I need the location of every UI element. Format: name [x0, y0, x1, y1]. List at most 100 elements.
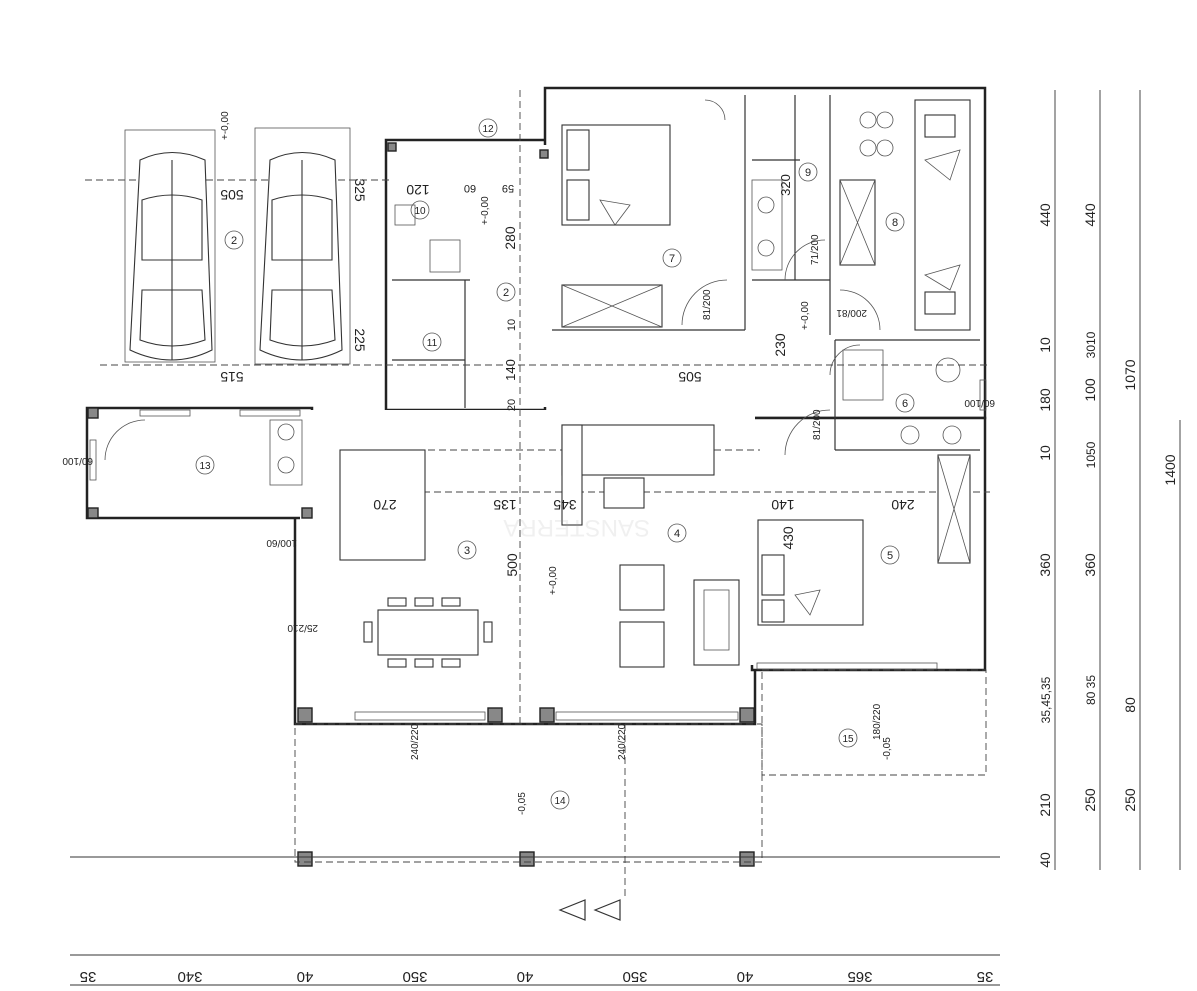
room-9-label: 9 — [798, 162, 818, 182]
dim-225: 225 — [352, 328, 368, 352]
dim-140: 140 — [771, 497, 795, 513]
svg-text:80 35: 80 35 — [1084, 675, 1098, 705]
svg-text:440: 440 — [1082, 203, 1098, 227]
svg-text:9: 9 — [805, 167, 811, 179]
room-14-label: 14 — [550, 790, 570, 810]
dim-10: 10 — [506, 319, 518, 331]
svg-text:40: 40 — [737, 968, 754, 985]
svg-text:210: 210 — [1037, 793, 1053, 817]
dim-120: 120 — [406, 182, 430, 198]
room-4-label: 4 — [667, 523, 687, 543]
dim-230: 230 — [772, 333, 788, 357]
opening-81-200-b: 81/200 — [702, 289, 713, 320]
room-6-label: 6 — [895, 393, 915, 413]
car-left — [129, 152, 213, 361]
opening-labels: 240/220 240/220 180/220 60/100 60/100 25… — [62, 234, 995, 760]
room-5-label: 5 — [880, 545, 900, 565]
section-marker — [558, 899, 621, 921]
svg-text:15: 15 — [842, 734, 854, 745]
svg-text:12: 12 — [482, 124, 494, 135]
svg-text:250: 250 — [1082, 788, 1098, 812]
windows — [89, 379, 987, 721]
room-13-label: 13 — [195, 455, 215, 475]
dim-140-hall: 140 — [503, 359, 518, 381]
level-terrace-15: -0,05 — [882, 737, 893, 760]
svg-text:10: 10 — [1037, 337, 1053, 353]
svg-text:10: 10 — [414, 206, 426, 217]
room-15-label: 15 — [838, 728, 858, 748]
dim-515: 515 — [220, 369, 244, 385]
svg-text:14: 14 — [554, 796, 566, 807]
dim-59: 59 — [502, 182, 514, 194]
svg-text:1400: 1400 — [1162, 454, 1178, 485]
svg-text:250: 250 — [1122, 788, 1138, 812]
svg-text:350: 350 — [402, 968, 427, 985]
svg-text:13: 13 — [199, 461, 211, 472]
svg-text:10: 10 — [1037, 445, 1053, 461]
svg-text:80: 80 — [1122, 697, 1138, 713]
svg-text:440: 440 — [1037, 203, 1053, 227]
svg-text:365: 365 — [847, 968, 872, 985]
room-labels: 2 2 3 4 5 6 7 8 9 10 11 12 13 14 15 — [195, 118, 915, 810]
level-corridor: +-0,00 — [800, 301, 811, 330]
dim-320: 320 — [778, 174, 793, 196]
level-living: +-0,00 — [548, 566, 559, 595]
room-7-label: 7 — [662, 248, 682, 268]
room-11-label: 11 — [422, 332, 442, 352]
dim-345: 345 — [553, 497, 577, 513]
dim-280: 280 — [502, 226, 518, 250]
svg-text:35: 35 — [977, 968, 994, 985]
svg-text:100: 100 — [1082, 378, 1098, 402]
opening-71-200: 71/200 — [810, 234, 821, 265]
inner-dimensions: 505 515 505 325 280 225 270 135 345 500 … — [220, 174, 915, 577]
svg-text:1070: 1070 — [1122, 359, 1138, 390]
level-garage: +-0,00 — [220, 111, 231, 140]
watermark: SANSTERRA — [503, 514, 650, 541]
svg-text:2: 2 — [231, 235, 237, 247]
door-swings — [104, 99, 881, 461]
svg-text:2: 2 — [503, 287, 509, 299]
bottom-dimensions: 35 340 40 350 40 350 40 365 35 — [70, 856, 1000, 986]
svg-text:40: 40 — [297, 968, 314, 985]
svg-text:180: 180 — [1037, 388, 1053, 412]
svg-text:340: 340 — [177, 968, 202, 985]
svg-text:8: 8 — [892, 217, 898, 229]
dim-240: 240 — [891, 497, 915, 513]
opening-100-60: 100/60 — [266, 537, 297, 548]
dim-500: 500 — [504, 553, 520, 577]
svg-text:11: 11 — [427, 338, 438, 349]
opening-60-100-b: 60/100 — [964, 397, 995, 408]
svg-text:6: 6 — [902, 398, 908, 410]
dim-325: 325 — [352, 178, 368, 202]
dim-270: 270 — [373, 497, 397, 513]
opening-180-220: 180/220 — [872, 703, 883, 740]
svg-text:3: 3 — [464, 545, 470, 557]
dim-60: 60 — [464, 182, 476, 194]
furniture — [269, 99, 971, 668]
svg-text:35,45,35: 35,45,35 — [1039, 676, 1053, 723]
svg-text:35: 35 — [80, 968, 97, 985]
room-2-label: 2 — [224, 230, 244, 250]
room-10-label: 10 — [410, 200, 430, 220]
levels: +-0,00 +-0,00 +-0,00 +-0,00 -0,05 -0,05 — [220, 111, 893, 815]
svg-text:4: 4 — [674, 528, 680, 540]
dim-135: 135 — [493, 497, 517, 513]
svg-text:3010: 3010 — [1084, 331, 1098, 358]
room-12-label: 12 — [478, 118, 498, 138]
right-dimensions: 440 10 180 10 360 35,45,35 210 40 440 30… — [1037, 90, 1181, 870]
room-8-label: 8 — [885, 212, 905, 232]
car-right — [259, 152, 343, 361]
opening-240-220-a: 240/220 — [410, 723, 421, 760]
svg-text:350: 350 — [622, 968, 647, 985]
opening-240-220-b: 240/220 — [617, 723, 628, 760]
opening-81-200-a: 81/200 — [812, 409, 823, 440]
dim-505-garage: 505 — [220, 187, 244, 203]
dim-430: 430 — [780, 526, 796, 550]
svg-text:7: 7 — [669, 253, 675, 265]
svg-text:40: 40 — [1037, 852, 1053, 868]
svg-text:1050: 1050 — [1084, 441, 1098, 468]
svg-text:40: 40 — [517, 968, 534, 985]
opening-200-81: 200/81 — [836, 307, 867, 318]
dim-505-hall: 505 — [678, 369, 702, 385]
room-3-label: 3 — [457, 540, 477, 560]
